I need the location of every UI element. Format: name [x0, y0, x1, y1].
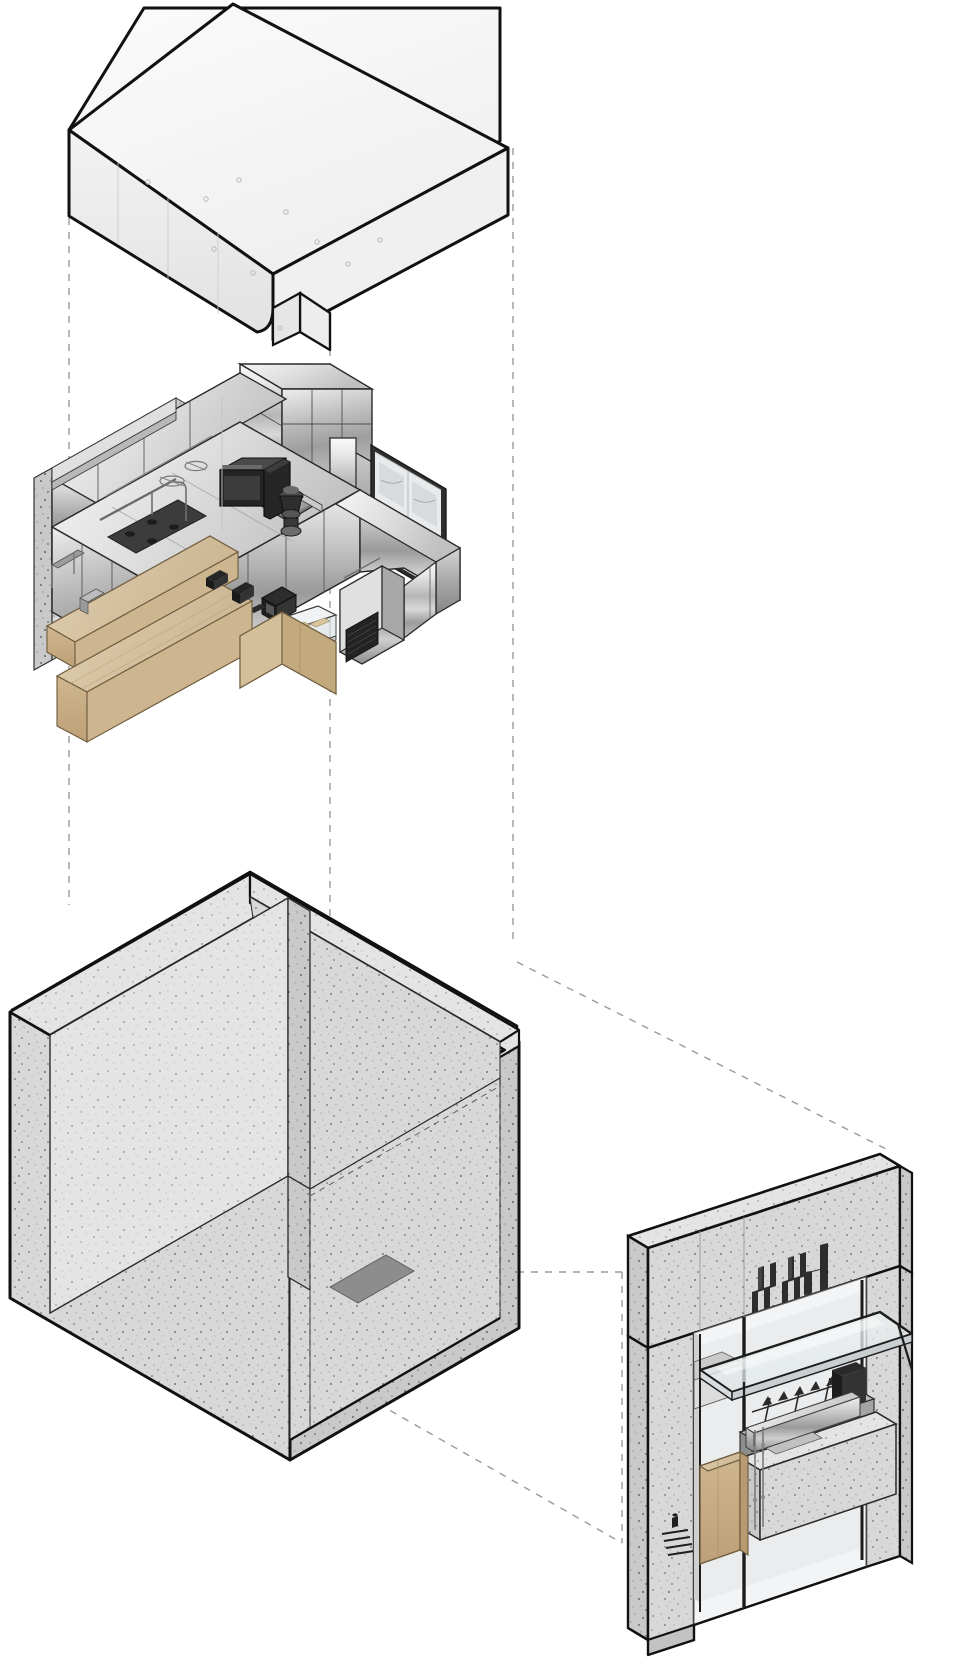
canopy-panel-seams	[117, 162, 219, 314]
logo-text: NNN	[4, 69, 39, 86]
kitchen-espresso-grinder[interactable]	[263, 458, 304, 537]
kitchen-oak-base-cabinet	[239, 611, 337, 696]
kitchen-wall-accessory-left	[51, 549, 105, 615]
fridge-grille	[345, 611, 379, 663]
kitchen-undercounter-fridge[interactable]	[339, 557, 405, 665]
kitchen-hob-burners	[99, 477, 208, 554]
storefront-oak-base-panel	[698, 1451, 750, 1565]
storefront-wall-graphic	[661, 1513, 695, 1557]
kitchen-small-appliances	[206, 570, 254, 604]
explosion-guide-lines	[68, 148, 889, 1544]
component-storefront-detail[interactable]	[626, 1152, 914, 1657]
oak-bar-side	[74, 551, 239, 669]
canopy-downlights	[145, 177, 383, 331]
kitchen-oak-bar-counter	[45, 535, 254, 743]
storefront-signage-band	[626, 1152, 914, 1351]
kitchen-faucet	[151, 481, 187, 521]
storefront-base-plinth	[627, 1565, 867, 1657]
storefront-hanging-rods	[753, 1427, 765, 1530]
guide-leader-shell-to-storefront-top	[516, 961, 889, 1151]
component-terrazzo-shell[interactable]	[8, 870, 521, 1462]
component-ceiling-canopy[interactable]	[67, 2, 510, 352]
storefront-glass-awning	[698, 1310, 914, 1430]
storefront-left-pier	[626, 1331, 696, 1657]
component-kitchen-module[interactable]	[33, 362, 462, 743]
kitchen-wall-shelf	[51, 397, 177, 491]
storefront-logo-mark	[752, 1243, 828, 1316]
shell-floor-mat	[329, 1254, 415, 1304]
storefront-counter-stainless-face	[744, 1391, 862, 1453]
kitchen-utensil-rail	[105, 435, 213, 497]
